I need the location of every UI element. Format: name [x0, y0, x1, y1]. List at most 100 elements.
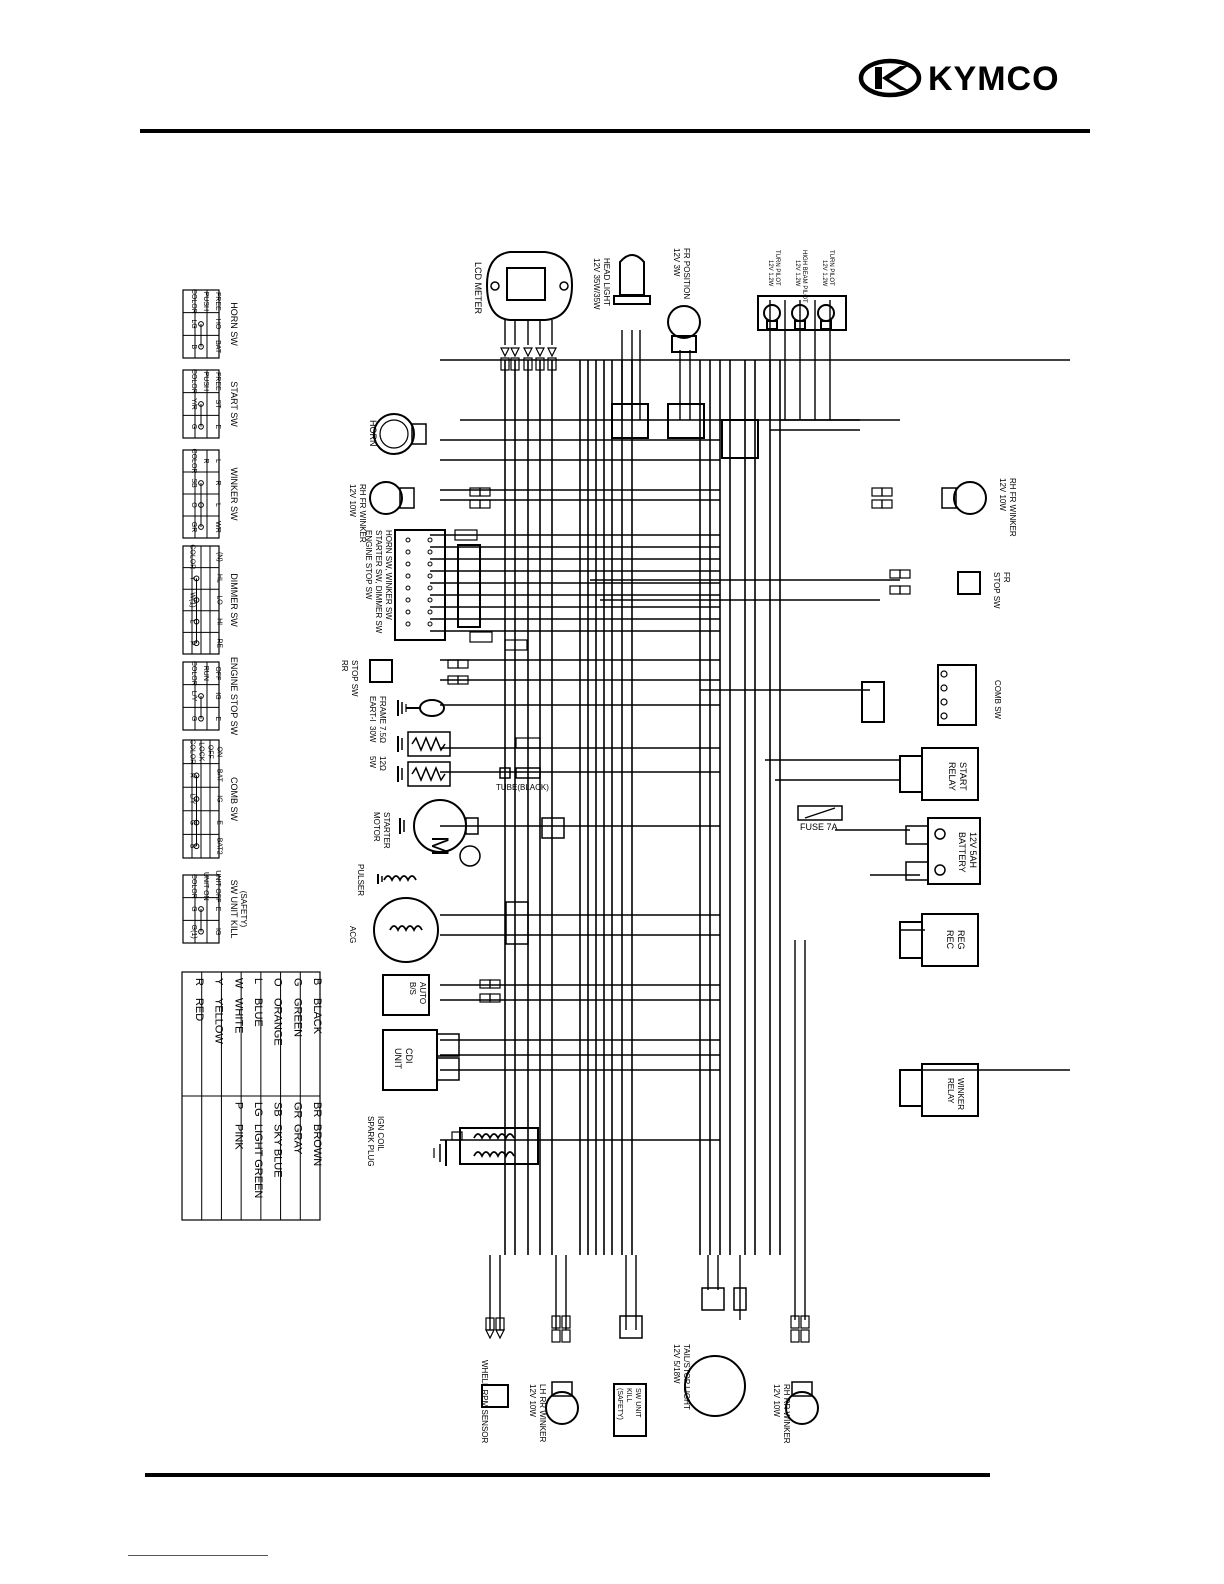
connector-pin: [535, 357, 545, 371]
legend-name: YELLOW: [213, 998, 225, 1044]
footer-link-line: [128, 1555, 268, 1556]
fr-position-label: FR POSITION: [682, 248, 691, 299]
battery-label: BATTERY: [957, 832, 967, 873]
sw-unit-connector: [619, 1315, 643, 1339]
spark-plug: [451, 1131, 463, 1141]
connector-pin: [489, 979, 501, 989]
table-row-label: PUSH: [202, 372, 209, 391]
table-col-label: BAT2: [216, 838, 223, 855]
comb-switch-body: [937, 664, 977, 726]
fr-stop-switch-label: STOP SW: [992, 572, 1001, 609]
frame-earth-label: EART-I: [368, 696, 377, 722]
table-row-label: FREE: [214, 372, 221, 391]
table-color-label: GR: [190, 522, 197, 533]
table-col-label: ST: [214, 400, 221, 410]
connector-pin: [551, 1329, 561, 1343]
resistor-label: 5W: [368, 756, 377, 768]
legend-name: SKY BLUE: [272, 1124, 284, 1178]
connector-pin: [547, 347, 557, 358]
connector-pin: [457, 659, 469, 669]
fr-stop-switch-label: FR: [1002, 572, 1011, 583]
acg-coil: [389, 925, 423, 933]
pilot-turn-label: TURN PILOT: [774, 250, 780, 286]
legend-name: PINK: [232, 1124, 244, 1150]
kymco-logo: KYMCO: [858, 58, 1093, 100]
connector-pin: [889, 569, 901, 579]
connector-pin: [515, 737, 541, 749]
header-rule: [140, 129, 1090, 133]
handle-switch-label: HORN SW, WINKER SW: [384, 530, 393, 620]
cdi-label: CDI: [404, 1048, 414, 1064]
fuse-body: [797, 805, 843, 821]
lcd-meter: LCD METER: [473, 251, 574, 371]
table-col-label: IG: [216, 795, 223, 802]
switch-contact-dot: [427, 549, 433, 555]
motor-symbol: M: [426, 836, 453, 856]
switch-contact-dot: [427, 561, 433, 567]
connector-pin: [510, 357, 520, 371]
table-title: DIMMER SW: [229, 573, 239, 627]
table-row-label: FREE: [214, 292, 221, 311]
legend-code: SB: [272, 1102, 284, 1117]
resistor-housing: [407, 731, 451, 757]
resistor-label: 12Ω: [378, 756, 387, 771]
sw-unit-kill-label: SW UNIT: [634, 1388, 641, 1418]
lcd-meter-screen: [506, 267, 546, 301]
auto-bs-body: [382, 974, 430, 1016]
table-color-label: G: [190, 906, 197, 911]
rh-fr-winker-label: RH FR WINKER: [358, 484, 367, 543]
pilot-high-label: HIGH BEAM PILOT: [801, 250, 807, 303]
fuse-label: FUSE 7A: [800, 822, 838, 832]
pulser: PULSER: [356, 864, 417, 896]
table-color-label: G: [190, 716, 197, 721]
tube-body: [499, 767, 511, 779]
connector-pin: [523, 357, 533, 371]
acg-label: ACG: [348, 926, 357, 943]
head-light-label: HEAD LIGHT: [602, 258, 611, 306]
table-row-label: COLOR: [190, 874, 197, 899]
acg: ACG: [348, 897, 529, 963]
pulser-label: PULSER: [356, 864, 365, 896]
rh-fr-winker-label: 12V 10W: [998, 478, 1007, 511]
table-color-label: L: [189, 620, 196, 624]
table-color-label: B: [189, 844, 196, 849]
table-row-label: ON: [216, 747, 223, 758]
switch-contact-dot: [427, 621, 433, 627]
table-title: HORN SW: [229, 302, 239, 346]
table-row-label: L: [214, 459, 221, 463]
pilot-bulb: [763, 304, 781, 322]
table-color-label: SB: [190, 478, 197, 488]
table-row-label: UNIT ON: [202, 872, 209, 901]
legend-name: BLUE: [252, 998, 264, 1027]
switch-contact-dot: [940, 670, 948, 678]
fuse: FUSE 7A: [797, 805, 843, 832]
wheel-rpm-sensor: WHELL RPM SENSOR: [480, 1317, 509, 1443]
connector-pin: [500, 357, 510, 371]
sw-unit-kill-label: (SAFETY): [616, 1388, 623, 1420]
tube-label: TUBE(BLACK): [496, 783, 549, 792]
connector-pin: [551, 1315, 561, 1329]
tail-stop-connector: [733, 1287, 747, 1311]
pulser-coil: [383, 875, 417, 883]
comb-switch-connector: [861, 681, 885, 723]
auto-bs-label: B/S: [408, 982, 417, 995]
battery-terminal: [934, 828, 946, 840]
table-col-label: HO: [214, 319, 221, 330]
connector-pin: [790, 1329, 800, 1343]
handle-switch-box: [394, 529, 446, 641]
table-color-label: O: [190, 502, 197, 508]
switch-contact-dot: [405, 537, 411, 543]
table-title: START SW: [229, 381, 239, 427]
table-col-label: R: [214, 480, 221, 485]
table-col-label: RE: [216, 638, 223, 648]
switch-contact-dot: [405, 561, 411, 567]
